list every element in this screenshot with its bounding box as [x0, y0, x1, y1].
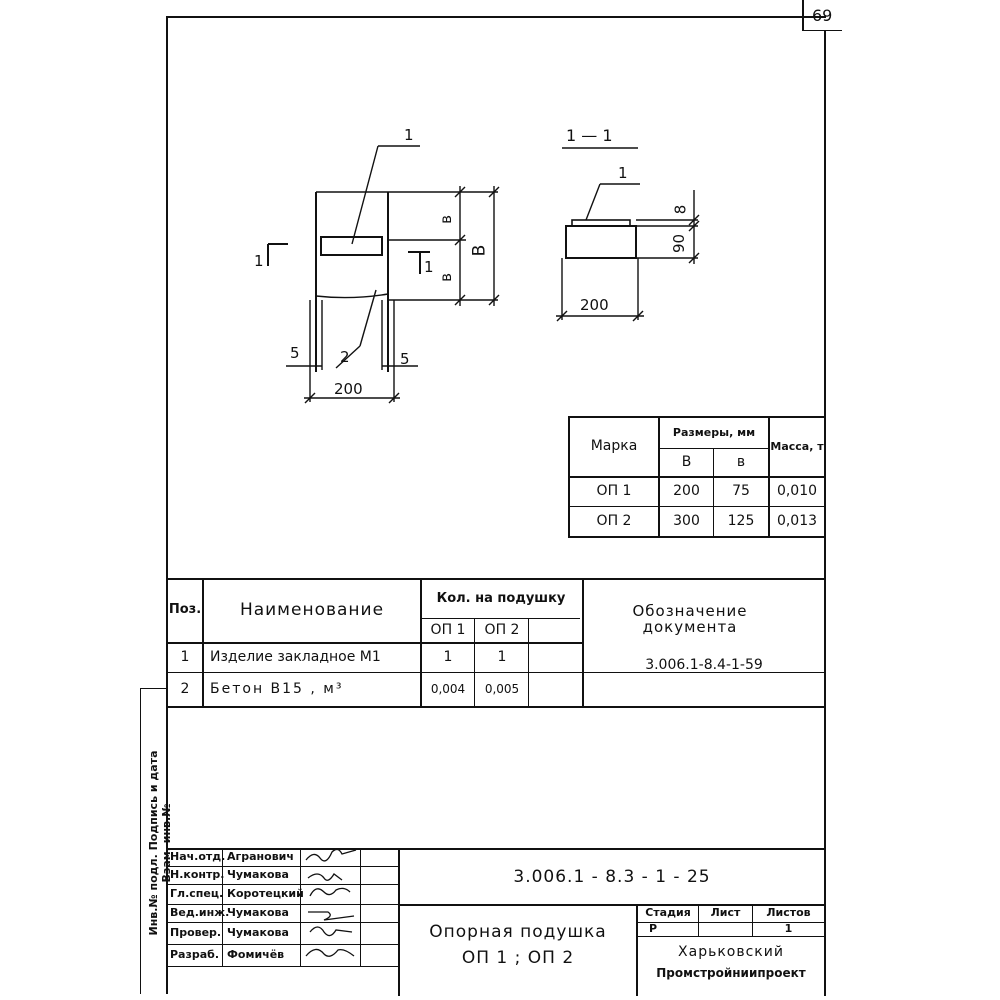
section-mark-left: 1: [254, 252, 264, 270]
mark-header: Марка: [590, 438, 638, 455]
spec-row-2-op1: 0,004: [430, 682, 466, 697]
mark-row-2-B: 300: [673, 513, 700, 530]
col-b-header: в: [736, 454, 746, 471]
frame-left: [166, 16, 168, 994]
mark-row-2-mark: ОП 2: [596, 513, 632, 530]
side-stamp-top: [140, 688, 166, 689]
frame-right: [824, 30, 826, 996]
dim-200-plan: 200: [334, 380, 363, 398]
signer-3-name: Коротецкий: [227, 887, 304, 901]
mark-row-1-mark: ОП 1: [596, 483, 632, 500]
signer-5-role: Провер.: [170, 926, 222, 940]
organization-line2: Промстройниипроект: [656, 966, 806, 981]
spec-row-1-doc: 3.006.1-8.4-1-59: [645, 657, 763, 674]
dim-5-left: 5: [290, 344, 300, 362]
signer-5-name: Чумакова: [227, 926, 289, 940]
signer-2-role: Н.контр.: [170, 868, 225, 882]
mark-row-1-b: 75: [732, 483, 750, 500]
dim-200-section: 200: [580, 296, 609, 314]
stage-label: Стадия: [645, 906, 691, 920]
stage-value: Р: [648, 921, 658, 935]
product-name-line2: ОП 1 ; ОП 2: [461, 947, 575, 968]
mark-row-1-mass: 0,010: [776, 483, 818, 500]
signer-4-role: Вед.инж.: [170, 906, 230, 920]
spec-row-2-op2: 0,005: [484, 682, 520, 697]
signer-3-role: Гл.спец.: [170, 887, 224, 901]
spec-op2-header: ОП 2: [484, 622, 520, 639]
signer-6-role: Разраб.: [170, 948, 220, 962]
spec-row-2-pos: 2: [180, 681, 190, 698]
sizes-header: Размеры, мм: [672, 425, 756, 439]
signer-1-role: Нач.отд.: [170, 850, 226, 864]
sheet-number: 69: [812, 6, 833, 25]
organization-line1: Харьковский: [678, 944, 784, 961]
sheet-number-underline: [802, 30, 842, 31]
spec-row-1-pos: 1: [180, 649, 190, 666]
dim-5-right: 5: [400, 350, 410, 368]
col-B-header: В: [681, 454, 692, 471]
spec-name-header: Наименование: [239, 599, 385, 620]
sheets-value: 1: [784, 921, 793, 935]
sheet-number-divider: [802, 0, 804, 30]
side-stamp-line: [140, 688, 141, 994]
mark-row-2-mass: 0,013: [776, 513, 818, 530]
signer-2-name: Чумакова: [227, 868, 289, 882]
signer-4-name: Чумакова: [227, 906, 289, 920]
signer-6-name: Фомичёв: [227, 948, 285, 962]
section-title: 1 — 1: [566, 126, 613, 145]
spec-row-2-name: Бетон В15 , м³: [210, 681, 344, 698]
document-code: 3.006.1 - 8.3 - 1 - 25: [513, 866, 711, 887]
plan-leader-2-label: 2: [340, 348, 350, 366]
mass-header: Масса, т: [770, 439, 824, 453]
mark-row-2-b: 125: [727, 513, 755, 530]
spec-doc-header: Обозначение документа: [632, 601, 748, 636]
frame-top: [166, 16, 826, 18]
section-leader-label: 1: [618, 164, 628, 182]
spec-row-1-op1: 1: [443, 649, 453, 666]
plan-leader-1-label: 1: [404, 126, 414, 144]
sheet-label: Лист: [710, 906, 741, 920]
mark-row-1-B: 200: [673, 483, 700, 500]
spec-pos-header: Поз.: [168, 601, 202, 617]
product-name-line1: Опорная подушка: [429, 921, 607, 942]
spec-row-1-name: Изделие закладное М1: [210, 649, 381, 666]
spec-row-1-op2: 1: [497, 649, 507, 666]
section-mark-right: 1: [424, 258, 434, 276]
signer-1-name: Агранович: [227, 850, 294, 864]
sheets-label: Листов: [766, 906, 811, 920]
spec-qty-header: Кол. на подушку: [436, 590, 566, 606]
spec-op1-header: ОП 1: [430, 622, 466, 639]
